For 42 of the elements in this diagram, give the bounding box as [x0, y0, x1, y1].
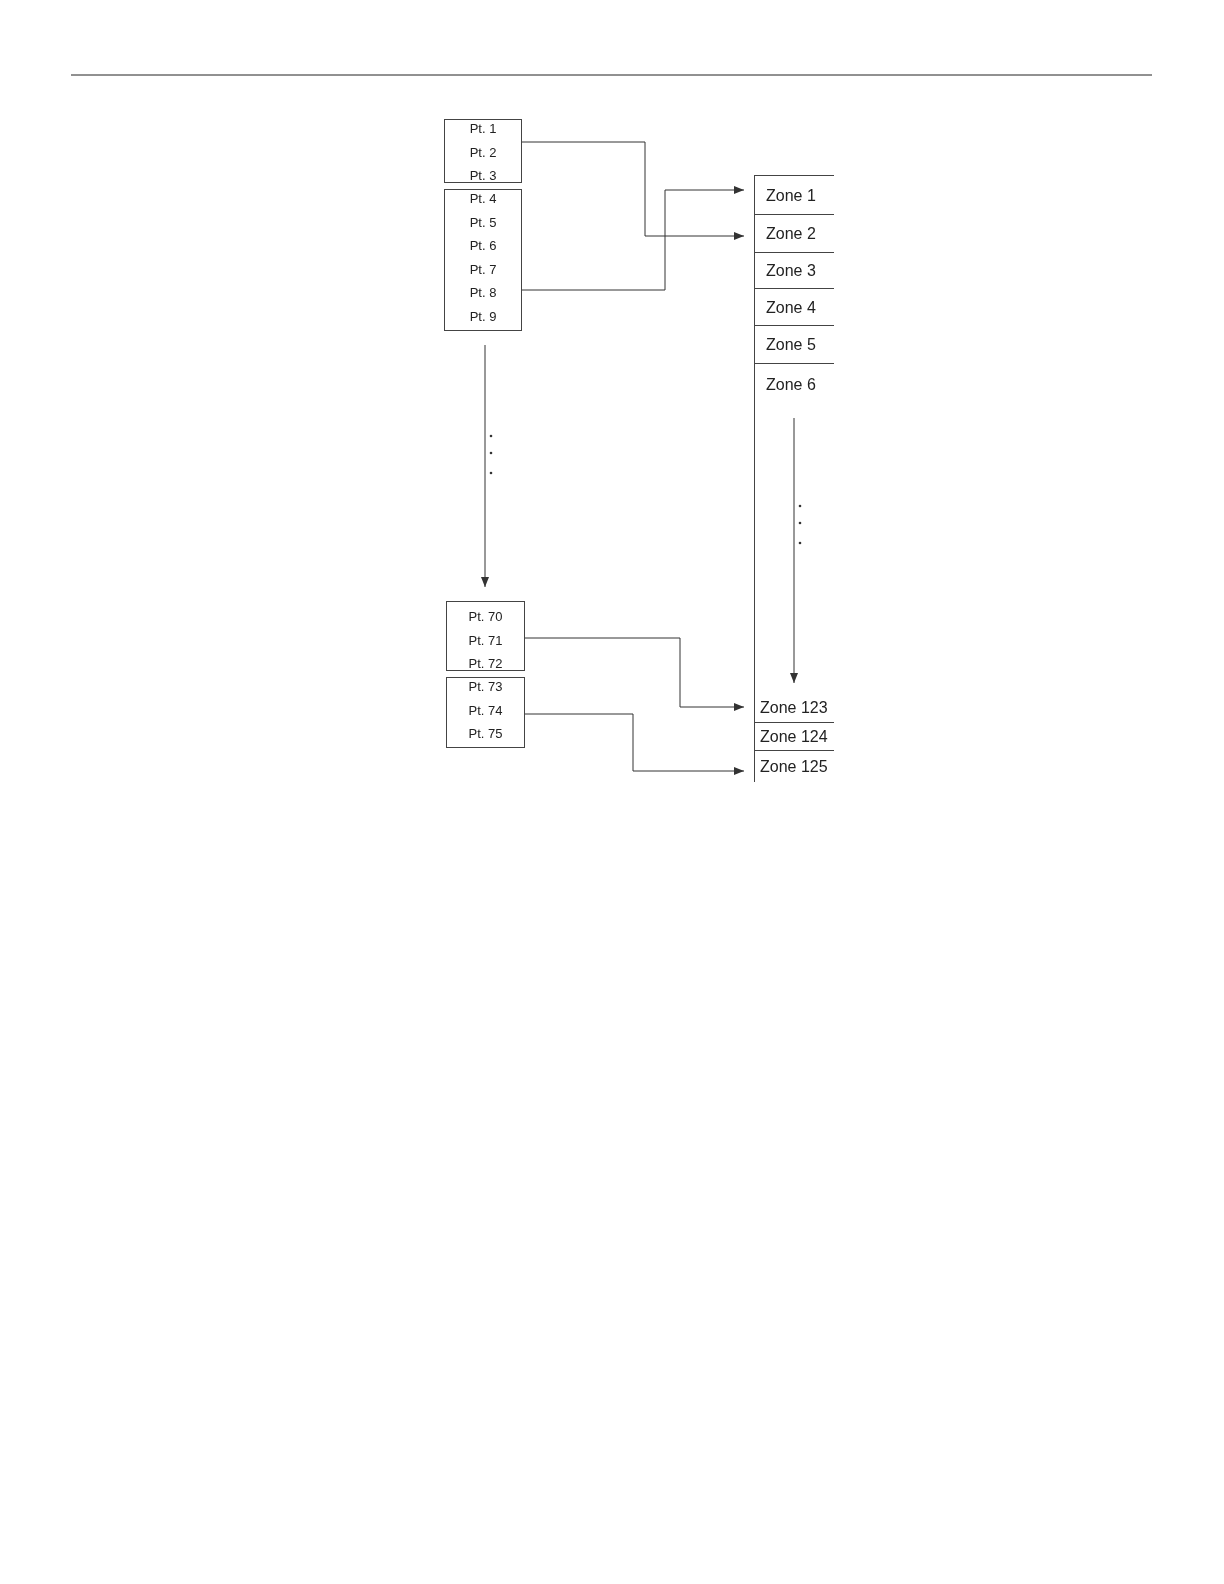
- point-group-box: [444, 189, 522, 331]
- arrow: [521, 186, 745, 291]
- zone-label: Zone 124: [760, 727, 828, 747]
- point-label: Pt. 9: [468, 309, 498, 325]
- point-group-box: [444, 119, 522, 183]
- point-label: Pt. 2: [468, 144, 498, 161]
- arrow: [481, 344, 489, 588]
- point-label: Pt. 4: [468, 191, 498, 207]
- zone-label: Zone 4: [766, 297, 816, 318]
- point-label: Pt. 74: [467, 702, 504, 719]
- point-label: Pt. 72: [467, 656, 504, 673]
- zone-label: Zone 3: [766, 261, 816, 281]
- zone-label: Zone 123: [760, 698, 834, 718]
- point-group-box: [446, 601, 525, 671]
- zone-cell: [754, 175, 834, 214]
- zone-cell: [754, 214, 834, 252]
- point-label: Pt. 73: [467, 679, 504, 695]
- zone-cell: [754, 750, 834, 782]
- zone-cell: [754, 288, 834, 325]
- arrow: [524, 713, 745, 775]
- zone-cell: [754, 722, 834, 750]
- zone-label: Zone 125: [760, 757, 828, 777]
- point-label: Pt. 5: [468, 214, 498, 231]
- zone-cell: [754, 325, 834, 363]
- point-label: Pt. 71: [467, 632, 504, 649]
- arrow: [521, 141, 745, 240]
- point-group-box: [446, 677, 525, 748]
- arrow: [790, 417, 798, 684]
- zone-label: Zone 6: [766, 375, 826, 395]
- point-label: Pt. 75: [467, 726, 504, 743]
- zone-label: Zone 1: [766, 185, 816, 206]
- point-label: Pt. 1: [468, 121, 498, 137]
- point-label: Pt. 70: [467, 609, 504, 625]
- zone-cell: [754, 252, 834, 288]
- arrow: [524, 637, 745, 711]
- zone-label: Zone 2: [766, 224, 816, 244]
- point-label: Pt. 3: [468, 168, 498, 185]
- point-label: Pt. 6: [468, 238, 498, 255]
- point-label: Pt. 8: [468, 285, 498, 302]
- zone-cell: [754, 363, 834, 722]
- point-label: Pt. 7: [468, 261, 498, 278]
- zone-label: Zone 5: [766, 335, 816, 355]
